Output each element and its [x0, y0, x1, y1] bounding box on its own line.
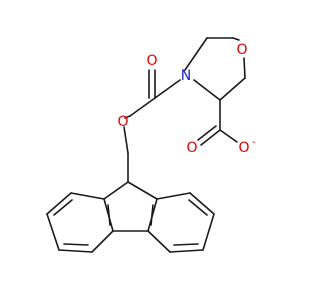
bond-r-inner-a: [173, 243, 199, 246]
bond-l-inner-a: [63, 243, 89, 246]
bond-l5: [46, 192, 72, 215]
methylene-linker: [123, 126, 129, 183]
bond-l2: [91, 230, 114, 253]
bond-r6: [156, 192, 191, 200]
bond-ester-o-ch2-long: [123, 126, 129, 154]
bond-carboxyl-o-double-b: [197, 125, 217, 141]
bond-carbonyl-ester-o: [129, 97, 156, 117]
bond-c6-o: [232, 37, 240, 41]
bond-l-inner-c: [107, 204, 111, 226]
bond-c3-n: [193, 79, 221, 101]
morpholine-ring: [184, 37, 246, 101]
bond-l4: [46, 213, 60, 251]
bond-r3: [169, 249, 204, 253]
atom-ring-oxygen: O: [236, 42, 247, 58]
bond-l3: [58, 249, 93, 253]
atom-carboxylate-oxygen: O: [238, 140, 249, 156]
atom-carbamate-carbonyl-oxygen: O: [146, 53, 157, 69]
bond-c9-c9a: [103, 181, 129, 200]
fluorene-five-ring: [103, 181, 158, 232]
bond-r4: [202, 213, 215, 251]
bond-r5: [189, 192, 215, 215]
bond-l6: [70, 192, 105, 200]
bond-o-c2: [243, 57, 246, 79]
molecule-structure: O N O O O O -: [46, 37, 256, 253]
bond-r-inner-c: [150, 204, 154, 226]
fluorene-left-ring: [46, 192, 114, 253]
bond-ester-o-ch2: [124, 115, 131, 119]
bond-carboxyl-o-double-a: [200, 129, 221, 146]
bond-c9-c8a: [127, 181, 158, 200]
bond-r-inner-b: [188, 199, 208, 216]
bond-r2: [147, 230, 171, 253]
fluorene-right-ring: [147, 192, 215, 253]
bond-c2-c3: [219, 77, 246, 101]
atom-carbamate-ester-oxygen: O: [117, 114, 128, 130]
bond-n-c5: [184, 37, 208, 71]
bond-l-inner-b: [53, 199, 73, 216]
atom-carboxylate-carbonyl-oxygen: O: [186, 140, 197, 156]
carbamate-group: [124, 69, 181, 119]
bond-n-carbonyl: [154, 79, 181, 99]
bond-carboxyl-o-single: [219, 129, 238, 143]
carboxylate-group: [197, 99, 238, 146]
atom-nitrogen: N: [181, 68, 191, 84]
carboxylate-charge: -: [252, 137, 256, 148]
